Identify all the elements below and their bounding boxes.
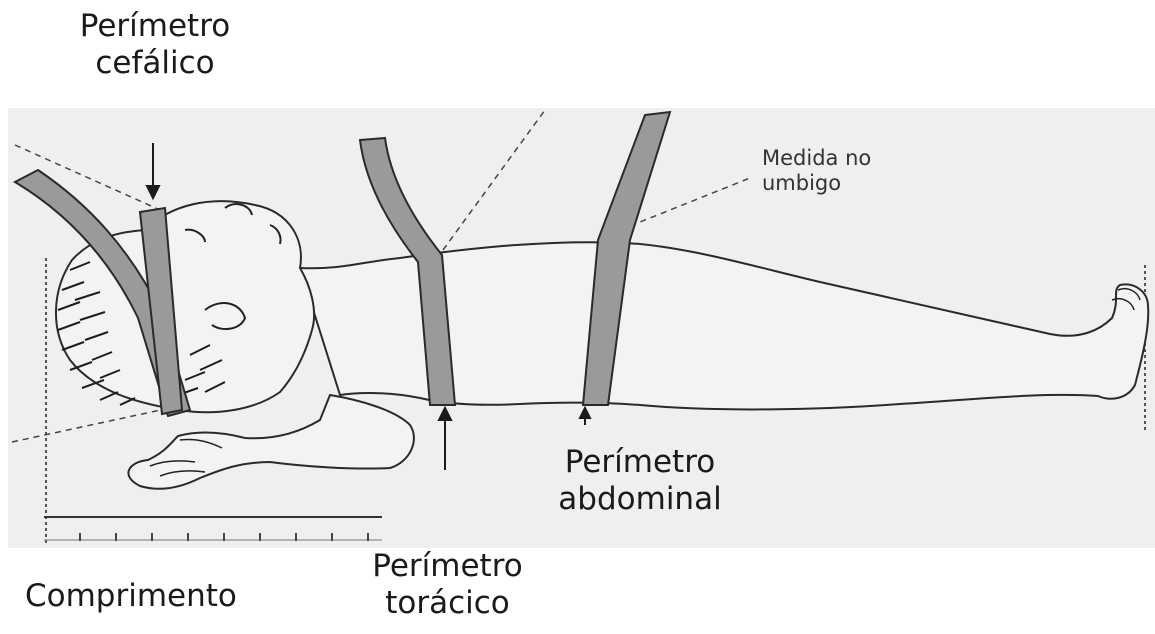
abdomen-label-line-1: Perímetro [530,444,750,481]
abdomen-label-line-2: abdominal [530,481,750,518]
navel-label-line-1: Medida no [762,146,871,171]
head-circumference-label: Perímetro cefálico [50,8,260,82]
abdominal-circumference-label: Perímetro abdominal [530,444,750,518]
navel-measurement-label: Medida no umbigo [762,146,871,196]
head-label-line-1: Perímetro [50,8,260,45]
chest-label-line-1: Perímetro [340,548,555,585]
chest-label-line-2: torácico [340,585,555,622]
length-label: Comprimento [25,578,237,615]
navel-label-line-2: umbigo [762,171,871,196]
head-label-line-2: cefálico [50,45,260,82]
chest-circumference-label: Perímetro torácico [340,548,555,622]
